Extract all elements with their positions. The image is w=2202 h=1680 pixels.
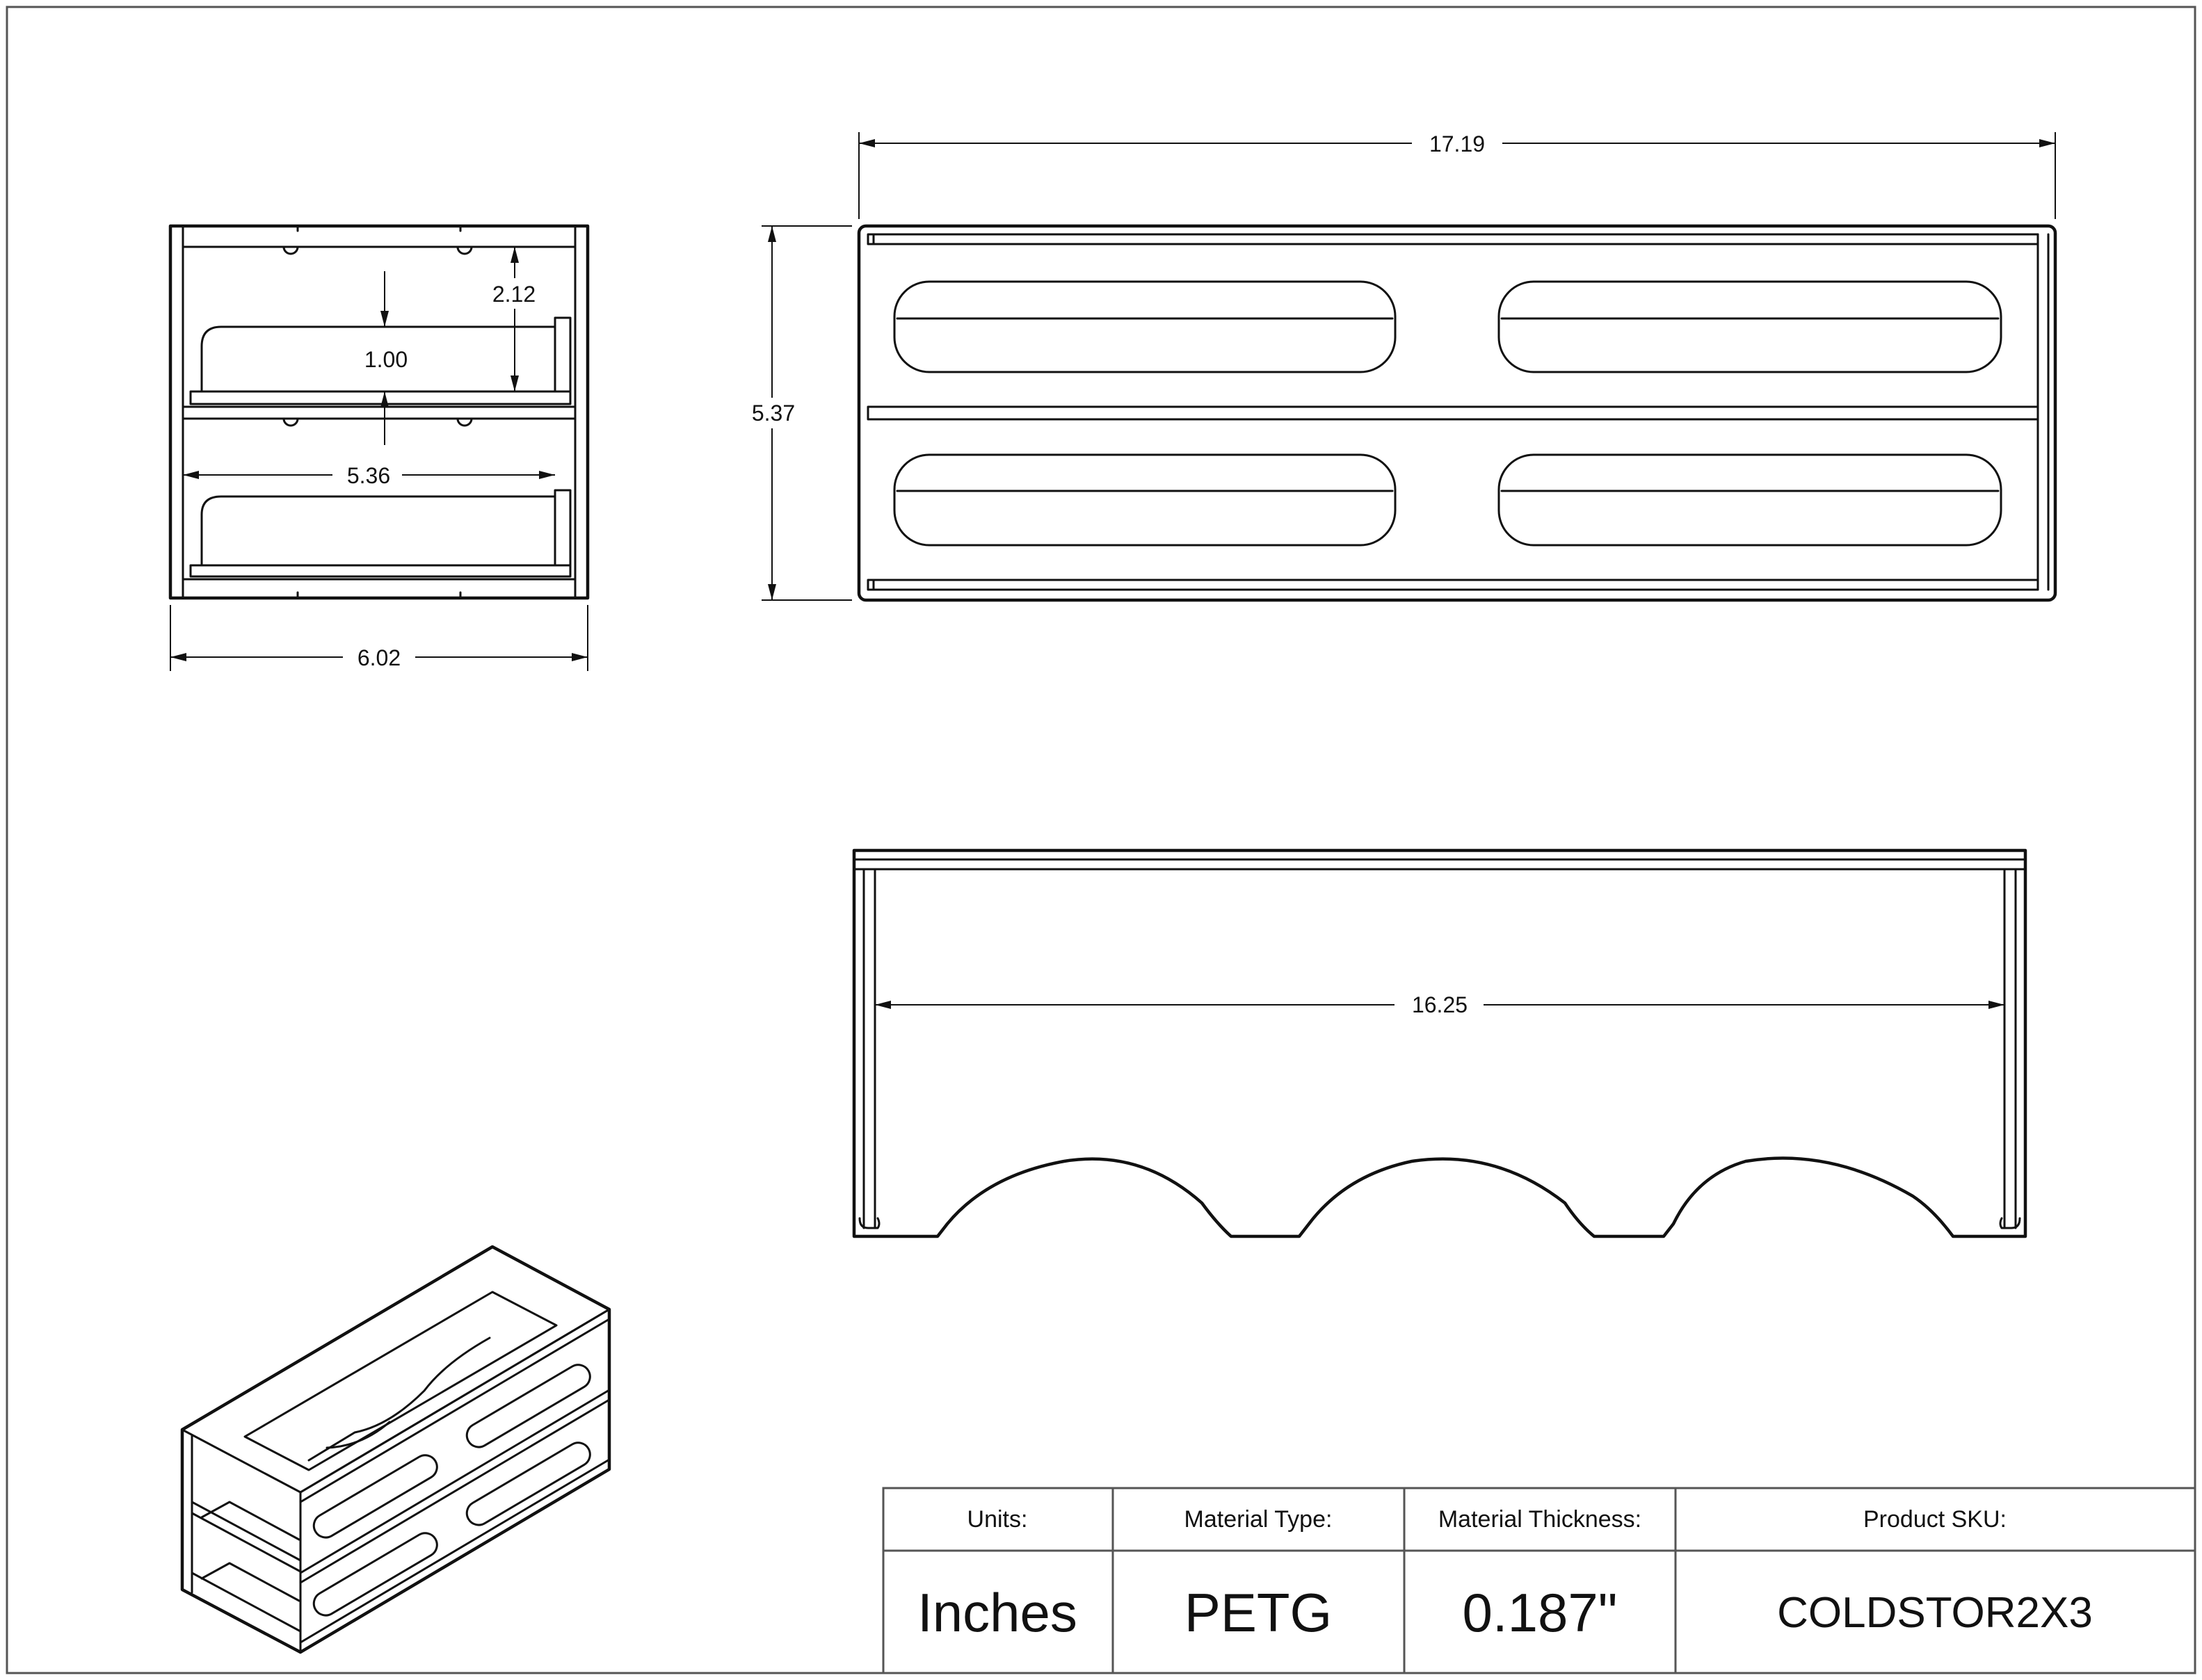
material-type-label: Material Type: xyxy=(1184,1506,1333,1533)
side-view xyxy=(852,848,2027,1238)
product-sku-label: Product SKU: xyxy=(1863,1506,2007,1533)
top-dim-5-37: 5.37 xyxy=(737,225,852,601)
top-view xyxy=(857,224,2057,602)
top-dim-17-19: 17.19 xyxy=(858,129,2056,219)
units-value: Inches xyxy=(917,1582,1077,1643)
front-dim-1-00: 1.00 xyxy=(364,271,408,445)
dim-2-12-label: 2.12 xyxy=(492,282,536,307)
title-block: Units: Material Type: Material Thickness… xyxy=(882,1487,2196,1674)
front-dim-2-12: 2.12 xyxy=(480,247,549,391)
material-thickness-label: Material Thickness: xyxy=(1438,1506,1641,1533)
slot-upper-left xyxy=(893,280,1397,373)
dim-1-00-label: 1.00 xyxy=(364,347,408,372)
slot-lower-left xyxy=(893,453,1397,547)
slot-upper-right xyxy=(1497,280,2002,373)
material-thickness-value: 0.187" xyxy=(1463,1582,1618,1643)
slot-lower-right xyxy=(1497,453,2002,547)
dim-17-19-label: 17.19 xyxy=(1429,131,1485,156)
front-dim-5-36: 5.36 xyxy=(183,462,555,490)
front-view xyxy=(168,224,590,600)
units-label: Units: xyxy=(967,1506,1028,1533)
side-dim-16-25: 16.25 xyxy=(875,990,2004,1019)
front-dim-6-02: 6.02 xyxy=(170,605,588,671)
material-type-value: PETG xyxy=(1184,1582,1332,1643)
product-sku-value: COLDSTOR2X3 xyxy=(1777,1589,2093,1637)
isometric-view xyxy=(180,1245,611,1654)
dim-16-25-label: 16.25 xyxy=(1412,992,1468,1017)
dim-5-37-label: 5.37 xyxy=(752,401,795,426)
dim-5-36-label: 5.36 xyxy=(347,463,390,488)
sheet-border xyxy=(6,6,2196,1674)
dim-6-02-label: 6.02 xyxy=(357,645,401,670)
